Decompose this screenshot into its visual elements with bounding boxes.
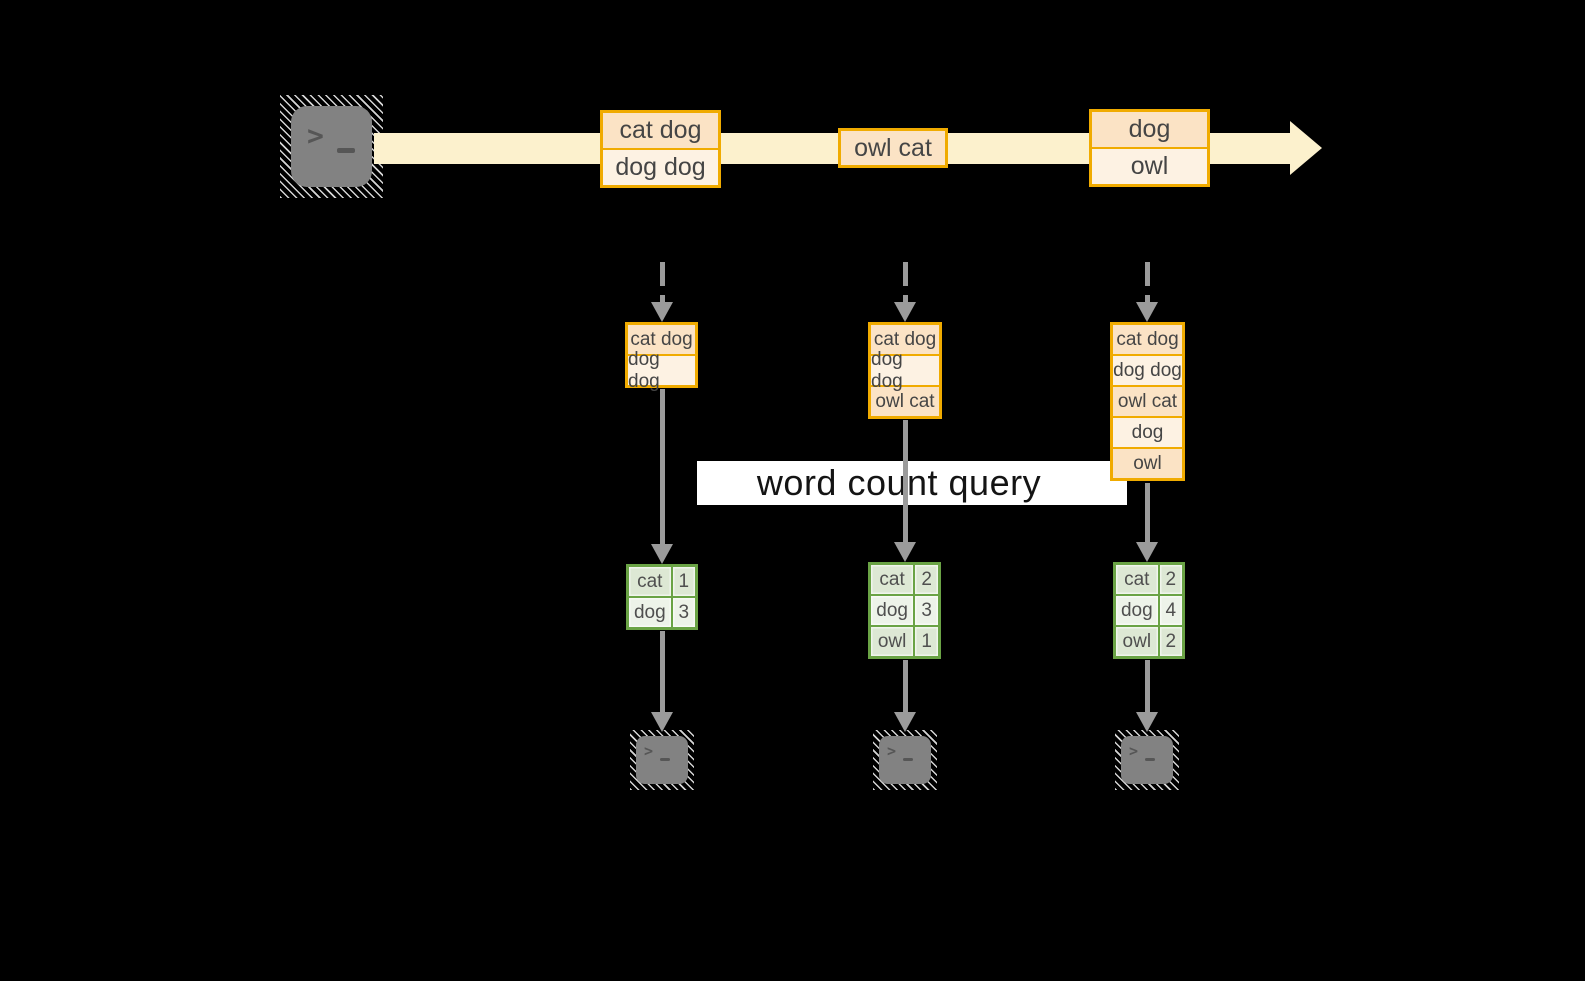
count-cell: 2	[1159, 565, 1182, 594]
arrow-line	[659, 630, 665, 712]
arrow-head-icon	[651, 544, 673, 564]
dashed-arrow-head-icon	[1136, 302, 1158, 322]
arrow-line	[1144, 483, 1150, 542]
count-cell: 4	[1159, 596, 1182, 625]
arrow-head-icon	[894, 542, 916, 562]
prompt-chevron-icon: >	[1129, 742, 1139, 760]
arrow-head-icon	[651, 712, 673, 732]
terminal-screen: >	[636, 736, 688, 784]
arrow-head-icon	[1136, 542, 1158, 562]
dashed-arrow-line	[1144, 262, 1150, 304]
prompt-chevron-icon: >	[887, 742, 897, 760]
terminal-screen: >	[1121, 736, 1173, 784]
arrow-line	[1144, 660, 1150, 712]
accumulated-item-label: dog dog	[628, 349, 695, 392]
accumulated-item-label: owl cat	[871, 385, 939, 416]
word-cell: dog	[629, 598, 673, 627]
dashed-arrow-head-icon	[651, 302, 673, 322]
stream-item-label: owl	[1092, 147, 1207, 184]
arrow-line	[659, 388, 665, 544]
count-cell: 2	[1159, 627, 1182, 656]
accumulated-item-label: owl	[1113, 447, 1182, 478]
source-terminal-icon: >	[280, 95, 383, 198]
accumulated-item-label: dog dog	[871, 349, 939, 392]
word-cell: owl	[1116, 627, 1160, 656]
arrow-line	[902, 660, 908, 712]
output-terminal-icon: >	[630, 730, 694, 790]
query-band: word count query	[697, 461, 1127, 505]
prompt-cursor-icon	[903, 758, 913, 761]
dashed-arrow-line	[659, 262, 665, 304]
stream-item-label: dog	[1092, 112, 1207, 147]
word-cell: cat	[1116, 565, 1160, 594]
count-cell: 3	[915, 596, 938, 625]
accumulated-item-label: cat dog	[628, 325, 695, 354]
stream-item-label: cat dog	[603, 113, 718, 148]
dashed-arrow-head-icon	[894, 302, 916, 322]
word-cell: dog	[1116, 596, 1160, 625]
word-count-query-label: word count query	[756, 462, 1042, 503]
count-cell: 1	[672, 567, 695, 596]
arrow-head-icon	[894, 712, 916, 732]
accumulated-item-label: cat dog	[871, 325, 939, 354]
stream-item-label: dog dog	[603, 148, 718, 185]
prompt-chevron-icon: >	[644, 742, 654, 760]
stream-item-label: owl cat	[841, 131, 945, 165]
word-cell: dog	[871, 596, 916, 625]
stream-arrowhead-icon	[1290, 121, 1322, 175]
prompt-cursor-icon	[337, 148, 355, 153]
accumulated-item-label: cat dog	[1113, 325, 1182, 354]
word-cell: owl	[871, 627, 916, 656]
count-cell: 3	[672, 598, 695, 627]
terminal-screen: >	[879, 736, 931, 784]
accumulated-item-label: owl cat	[1113, 385, 1182, 416]
output-terminal-icon: >	[1115, 730, 1179, 790]
terminal-screen: >	[291, 106, 372, 187]
word-cell: cat	[629, 567, 673, 596]
prompt-cursor-icon	[660, 758, 670, 761]
output-terminal-icon: >	[873, 730, 937, 790]
prompt-chevron-icon: >	[307, 119, 324, 152]
stream-batch-box: owl cat	[838, 128, 948, 168]
arrow-head-icon	[1136, 712, 1158, 732]
accumulated-item-label: dog dog	[1113, 354, 1182, 385]
dashed-arrow-line	[902, 262, 908, 304]
prompt-cursor-icon	[1145, 758, 1155, 761]
count-cell: 2	[915, 565, 938, 594]
arrow-line	[902, 420, 908, 542]
word-cell: cat	[871, 565, 916, 594]
count-cell: 1	[915, 627, 938, 656]
accumulated-item-label: dog	[1113, 416, 1182, 447]
